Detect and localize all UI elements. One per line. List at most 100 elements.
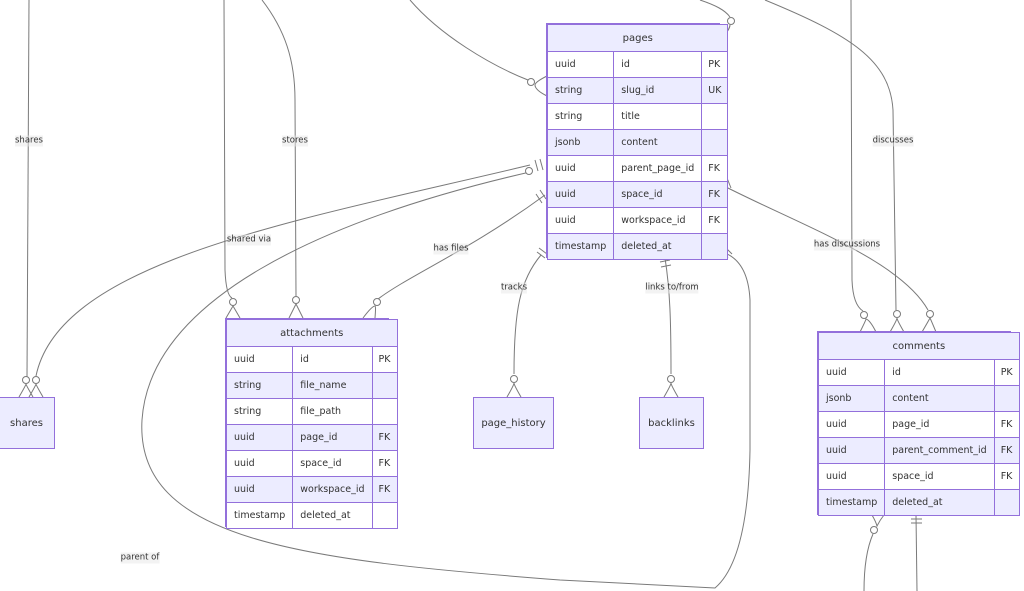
attr-type: uuid bbox=[817, 411, 886, 438]
attr-name: deleted_at bbox=[613, 233, 703, 260]
many-marker bbox=[225, 305, 241, 319]
many-marker bbox=[18, 383, 34, 398]
attr-name: deleted_at bbox=[884, 489, 995, 516]
one-marker bbox=[535, 189, 547, 204]
attr-key: PK bbox=[701, 51, 729, 78]
attr-name: slug_id bbox=[613, 77, 703, 104]
many-marker bbox=[362, 305, 376, 319]
attr-name: workspace_id bbox=[292, 476, 373, 503]
entity-title: backlinks bbox=[648, 417, 695, 429]
attr-key bbox=[371, 502, 398, 529]
attr-type: string bbox=[546, 77, 615, 104]
attr-type: string bbox=[225, 398, 294, 425]
edge-comments-self-a bbox=[863, 533, 874, 591]
edge-label-shared-via: shared via bbox=[226, 234, 272, 246]
many-marker bbox=[663, 382, 679, 398]
entity-page-history[interactable]: page_history bbox=[473, 397, 554, 449]
many-marker bbox=[921, 316, 937, 333]
edge-label-parent-of: parent of bbox=[120, 552, 160, 564]
attr-name: deleted_at bbox=[292, 502, 373, 529]
entity-title: attachments bbox=[226, 319, 398, 347]
edge-top-right-pages bbox=[699, 0, 731, 18]
attr-name: id bbox=[613, 51, 703, 78]
attr-type: jsonb bbox=[817, 385, 886, 412]
attr-type: jsonb bbox=[546, 129, 615, 156]
edge-tracks bbox=[513, 254, 542, 375]
attr-key: FK bbox=[701, 207, 729, 234]
zero-marker bbox=[32, 376, 40, 384]
attr-name: content bbox=[884, 385, 995, 412]
attr-key: FK bbox=[993, 463, 1020, 490]
edge-label-shares: shares bbox=[15, 135, 43, 147]
many-marker bbox=[859, 318, 877, 333]
attr-name: file_path bbox=[292, 398, 373, 425]
attr-key bbox=[993, 385, 1020, 412]
attr-type: uuid bbox=[546, 207, 615, 234]
many-marker bbox=[506, 382, 522, 398]
one-marker bbox=[659, 259, 672, 268]
entity-shares[interactable]: shares bbox=[0, 397, 55, 449]
attr-key bbox=[371, 372, 398, 399]
attr-name: file_name bbox=[292, 372, 373, 399]
attr-key bbox=[701, 129, 729, 156]
attr-key: UK bbox=[701, 77, 729, 104]
attr-name: title bbox=[613, 103, 703, 130]
zero-marker bbox=[893, 310, 901, 318]
edge-label-stores: stores bbox=[282, 135, 308, 147]
entity-title: shares bbox=[10, 417, 43, 429]
zero-marker bbox=[525, 167, 533, 175]
edge-label-has-files: has files bbox=[433, 243, 469, 255]
attr-type: uuid bbox=[225, 346, 294, 373]
attr-key: FK bbox=[993, 411, 1020, 438]
many-marker bbox=[889, 317, 905, 333]
attr-type: timestamp bbox=[225, 502, 294, 529]
zero-marker bbox=[870, 526, 878, 534]
edge-has-files bbox=[377, 194, 546, 300]
entity-backlinks[interactable]: backlinks bbox=[639, 397, 704, 449]
attr-key: FK bbox=[993, 437, 1020, 464]
attr-key: FK bbox=[701, 155, 729, 182]
attr-type: uuid bbox=[546, 155, 615, 182]
attr-name: id bbox=[884, 359, 995, 386]
entity-title: comments bbox=[818, 332, 1020, 360]
zero-marker bbox=[727, 17, 735, 25]
attr-type: string bbox=[225, 372, 294, 399]
attr-type: uuid bbox=[225, 424, 294, 451]
attr-name: parent_comment_id bbox=[884, 437, 995, 464]
attr-key: FK bbox=[701, 181, 729, 208]
edge-shared-via bbox=[35, 164, 531, 377]
many-marker bbox=[534, 75, 548, 97]
zero-marker bbox=[22, 376, 30, 384]
attr-name: content bbox=[613, 129, 703, 156]
zero-marker bbox=[292, 296, 300, 304]
many-marker bbox=[871, 514, 885, 528]
zero-marker bbox=[860, 311, 868, 319]
edge-label-links-to-from: links to/from bbox=[645, 282, 699, 294]
attr-type: uuid bbox=[817, 437, 886, 464]
edge-label-tracks: tracks bbox=[500, 282, 528, 294]
attr-key: FK bbox=[371, 476, 398, 503]
many-marker bbox=[28, 383, 44, 398]
attr-key: PK bbox=[371, 346, 398, 373]
attr-key bbox=[993, 489, 1020, 516]
edge-shares bbox=[26, 0, 30, 378]
edge-links bbox=[664, 257, 672, 375]
one-marker bbox=[534, 158, 544, 172]
zero-marker bbox=[667, 375, 675, 383]
attr-type: uuid bbox=[225, 450, 294, 477]
